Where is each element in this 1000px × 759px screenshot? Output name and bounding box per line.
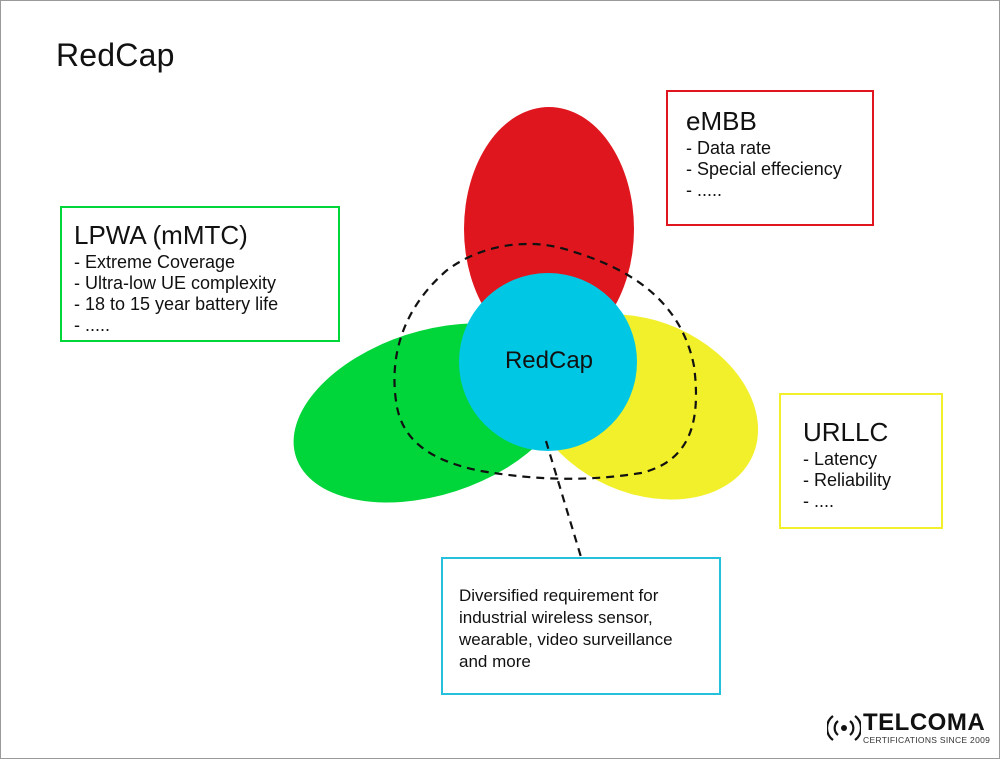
lpwa-line: - 18 to 15 year battery life bbox=[74, 294, 279, 314]
lpwa-heading: LPWA (mMTC) bbox=[74, 220, 248, 250]
embb-box: eMBB - Data rate - Special effeciency - … bbox=[666, 90, 874, 226]
lpwa-line: - Extreme Coverage bbox=[74, 252, 236, 272]
lpwa-line: - ..... bbox=[74, 315, 110, 335]
urllc-line: - Reliability bbox=[803, 470, 892, 490]
embb-line: - ..... bbox=[686, 180, 722, 200]
lpwa-box: LPWA (mMTC) - Extreme Coverage - Ultra-l… bbox=[60, 206, 340, 342]
urllc-line: - Latency bbox=[803, 449, 878, 469]
logo-tagline: CERTIFICATIONS SINCE 2009 bbox=[863, 735, 991, 745]
redcap-label: RedCap bbox=[504, 347, 594, 374]
urllc-line: - .... bbox=[803, 491, 834, 511]
urllc-box: URLLC - Latency - Reliability - .... bbox=[779, 393, 943, 529]
connector-line bbox=[544, 440, 583, 558]
note-line: wearable, video surveillance bbox=[459, 630, 673, 649]
embb-heading: eMBB bbox=[686, 106, 757, 136]
note-line: Diversified requirement for bbox=[459, 586, 659, 605]
note-line: and more bbox=[459, 652, 531, 671]
telcoma-logo: TELCOMA CERTIFICATIONS SINCE 2009 bbox=[827, 709, 991, 745]
lpwa-line: - Ultra-low UE complexity bbox=[74, 273, 277, 293]
embb-line: - Special effeciency bbox=[686, 159, 842, 179]
signal-broadcast-icon bbox=[827, 715, 861, 741]
urllc-heading: URLLC bbox=[803, 417, 889, 447]
redcap-circle bbox=[459, 273, 637, 451]
redcap-boundary bbox=[393, 242, 698, 480]
logo-brand: TELCOMA bbox=[863, 709, 986, 736]
note-line: industrial wireless sensor, bbox=[459, 608, 653, 627]
page-title: RedCap bbox=[56, 37, 175, 73]
embb-line: - Data rate bbox=[686, 138, 772, 158]
requirements-note-box: Diversified requirement for industrial w… bbox=[441, 557, 721, 695]
